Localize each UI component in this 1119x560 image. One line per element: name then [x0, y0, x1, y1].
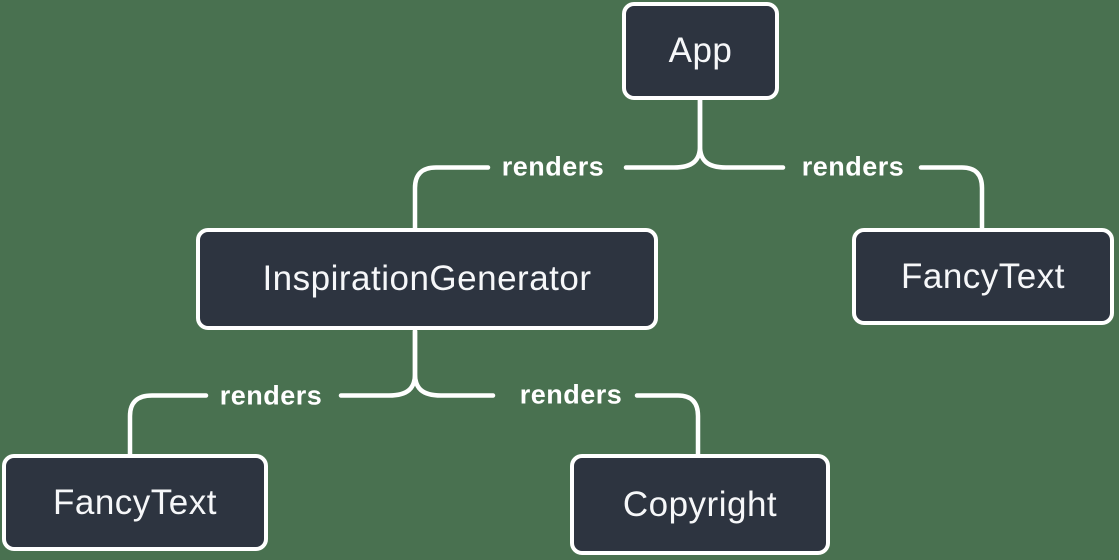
edge-inspirationgenerator-to-copyright-start: [412, 328, 496, 398]
node-fancy-text: FancyText: [2, 454, 268, 551]
edge-label-renders: renders: [519, 379, 623, 410]
edge-inspirationgenerator-to-fancytext-end: [127, 393, 209, 458]
node-fancy-text: FancyText: [852, 228, 1114, 325]
node-copyright: Copyright: [570, 454, 830, 555]
edge-app-to-fancytext-start: [697, 96, 786, 170]
edge-inspirationgenerator-to-copyright-end: [634, 393, 701, 458]
node-inspiration-generator: InspirationGenerator: [196, 228, 658, 330]
edge-app-to-inspirationgenerator-start: [623, 96, 703, 170]
edge-label-renders: renders: [801, 151, 905, 182]
edge-label-renders: renders: [219, 380, 323, 411]
edge-app-to-fancytext-end: [918, 165, 985, 232]
edge-app-to-inspirationgenerator-end: [412, 165, 491, 232]
node-app: App: [622, 2, 779, 100]
edge-label-renders: renders: [501, 151, 605, 182]
edge-inspirationgenerator-to-fancytext-start: [338, 328, 418, 398]
